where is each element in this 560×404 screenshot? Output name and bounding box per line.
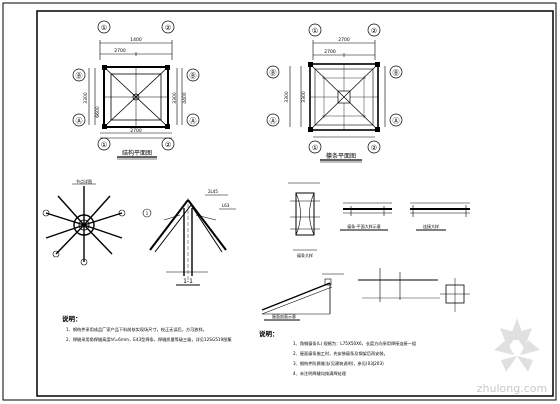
- right-plan-texts: 2700 2700 3300 3300: [284, 37, 350, 103]
- connection-detail: [410, 202, 470, 231]
- left-plan-texts: 1400 2700 3300 6600 3300 4400 2700: [83, 37, 188, 134]
- notes-right: 说明： 1、角钢檩条(L) 规格为：L75X50X6，长度方向采用焊接连接一组 …: [259, 329, 416, 377]
- notes-right-line-3: 3、钢构件防腐做法(见建筑说明)，参见(03J203): [293, 360, 384, 367]
- notes-left-line-2: 2、焊缝采用角焊缝高度hf=6mm，E43型焊条，焊缝质量等级三级，详见12SG…: [66, 336, 232, 343]
- inner-frame: [36, 10, 554, 397]
- notes-left-heading: 说明：: [62, 314, 82, 323]
- notes-right-line-2: 2、屋面檩条施工时，先安装檩条及钢架后再安装。: [293, 350, 388, 357]
- left-plan-bottom-dim: 2700: [130, 128, 142, 134]
- left-grid-bottom-2: ②: [165, 141, 171, 149]
- section-callout: 1: [146, 211, 149, 216]
- section-note-b: L63: [222, 203, 230, 208]
- right-grid-bottom-1: ①: [312, 144, 318, 152]
- right-plan: [289, 40, 386, 163]
- left-plan-left-dim-1: 3300: [83, 92, 89, 104]
- right-plan-left-dim-2: 3300: [301, 91, 307, 103]
- right-plan-top-dim-2: 2700: [324, 49, 336, 55]
- left-grid-bottom-1: ①: [101, 141, 107, 149]
- notes-right-line-4: 4、未注明焊缝均按满焊处理: [293, 370, 347, 377]
- right-grid-right-a: Ⓐ: [393, 117, 400, 125]
- column-detail-label: 檩条大样: [297, 252, 313, 258]
- right-grid-left-a: Ⓐ: [270, 117, 277, 125]
- hub-detail: [42, 183, 126, 266]
- right-grid-top-1: ①: [312, 27, 318, 35]
- right-plan-title: 檩条平面图: [326, 152, 356, 160]
- purlin-elevation: [340, 202, 392, 231]
- left-plan-left-dim-2: 6600: [95, 106, 101, 118]
- right-plan-grid-bubbles: ① ② ① ② Ⓑ Ⓐ Ⓑ Ⓐ: [266, 23, 403, 154]
- right-grid-left-b: Ⓑ: [270, 69, 277, 77]
- slope-detail: [261, 273, 344, 321]
- connection-detail-label: 连接大样: [423, 223, 439, 229]
- left-plan-right-dim-1: 3300: [172, 92, 178, 104]
- notes-left-line-1: 1、钢构件采用成品厂家产品下料前核实现场尺寸，校正无误后，方可放样。: [66, 326, 207, 333]
- watermark-text: zhulong.com: [477, 382, 547, 395]
- section-1-1-title: 1-1: [183, 278, 193, 285]
- right-plan-top-dim-1: 2700: [338, 37, 350, 43]
- left-grid-right-b: Ⓑ: [190, 72, 197, 80]
- slope-detail-label: 屋面剖面示意: [272, 313, 296, 319]
- left-grid-right-a: Ⓐ: [190, 117, 197, 125]
- left-grid-top-2: ②: [165, 24, 171, 32]
- left-plan: [88, 40, 183, 160]
- watermark-logo-icon: [494, 318, 540, 372]
- right-plan-left-dim-1: 3300: [284, 91, 290, 103]
- section-note-a: 2L45: [208, 189, 218, 194]
- notes-right-heading: 说明：: [259, 329, 279, 338]
- left-plan-right-dim-2: 4400: [182, 92, 188, 104]
- notes-left: 说明： 1、钢构件采用成品厂家产品下料前核实现场尺寸，校正无误后，方可放样。 2…: [62, 314, 232, 343]
- hub-detail-label: 节点详图: [76, 178, 92, 184]
- outer-frame: [2, 2, 557, 401]
- notes-right-line-1: 1、角钢檩条(L) 规格为：L75X50X6，长度方向采用焊接连接一组: [293, 340, 416, 347]
- right-grid-bottom-2: ②: [371, 144, 377, 152]
- left-grid-left-a: Ⓐ: [76, 117, 83, 125]
- column-detail: [288, 182, 320, 251]
- tile-detail: [358, 268, 470, 312]
- left-grid-left-b: Ⓑ: [76, 72, 83, 80]
- left-plan-top-dim-2: 2700: [114, 48, 126, 54]
- left-plan-grid-bubbles: ① ② ① ② Ⓑ Ⓐ Ⓑ Ⓐ: [72, 20, 200, 151]
- left-plan-top-dim-1: 1400: [130, 37, 142, 43]
- right-grid-top-2: ②: [371, 27, 377, 35]
- purlin-plan-label: 檩条-平面大样示意: [347, 223, 380, 229]
- section-1-1: [142, 194, 236, 286]
- right-grid-right-b: Ⓑ: [393, 69, 400, 77]
- left-grid-top-1: ①: [101, 24, 107, 32]
- left-plan-title: 结构平面图: [122, 149, 152, 157]
